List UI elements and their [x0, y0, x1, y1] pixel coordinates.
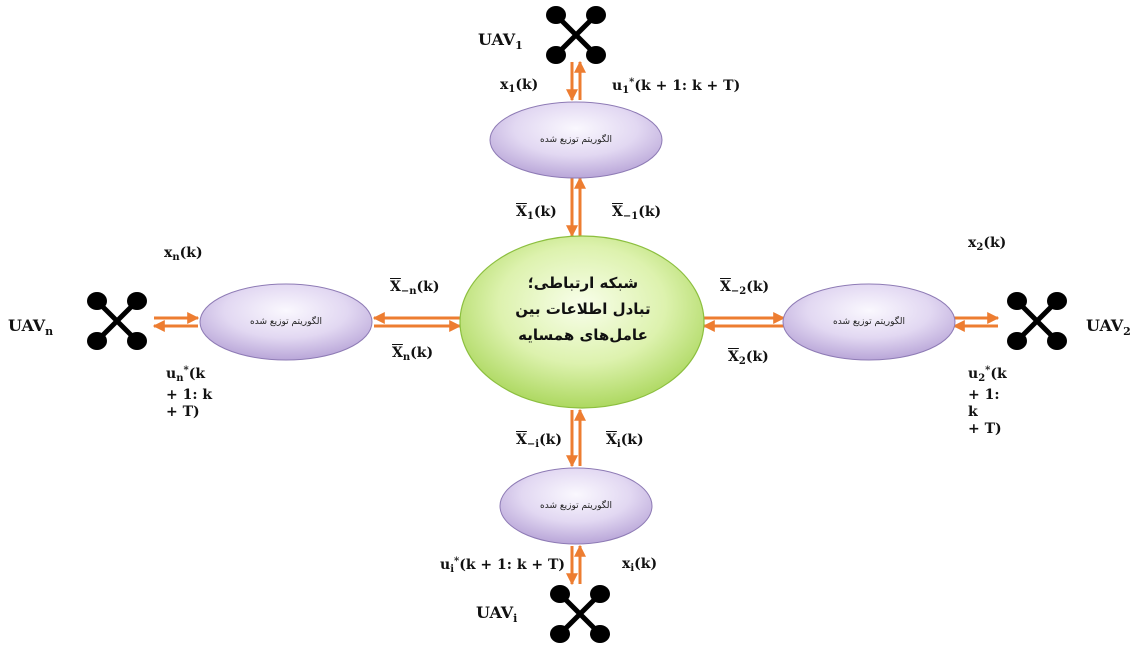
info-label-Xi: Xi(k)	[606, 432, 644, 450]
center-line-2: تبادل اطلاعات بین	[515, 300, 651, 318]
uavi-label: UAVi	[476, 603, 518, 625]
state-label-x1: x1(k)	[500, 77, 539, 95]
info-label-Xmi: X−i(k)	[516, 432, 563, 450]
state-label-xi: xi(k)	[622, 556, 658, 574]
drone-icon-uavn	[87, 292, 147, 350]
control-label-u1: u1*(k + 1: k + T)	[612, 77, 741, 96]
drone-icon-uav1	[546, 6, 606, 64]
algorithm-label-right: الگوریتم توزیع شده	[833, 317, 905, 327]
state-label-xn: xn(k)	[164, 245, 203, 263]
arrows	[152, 60, 1000, 586]
algorithm-node-left	[199, 283, 373, 361]
control-label-ui: ui*(k + 1: k + T)	[440, 556, 566, 575]
algorithm-label-top: الگوریتم توزیع شده	[540, 135, 612, 145]
info-label-Xn: Xn(k)	[392, 345, 434, 363]
network-center-node	[459, 235, 705, 409]
info-label-Xmn: X−n(k)	[390, 279, 440, 297]
network-center-text: شبکه ارتباطی؛ تبادل اطلاعات بین عامل‌های…	[460, 270, 706, 348]
algorithm-label-left: الگوریتم توزیع شده	[250, 317, 322, 327]
algorithm-node-top	[489, 101, 663, 179]
state-label-x2: x2(k)	[968, 235, 1007, 253]
center-line-3: عامل‌های همسایه	[518, 326, 648, 344]
info-label-X2: X2(k)	[728, 349, 769, 367]
center-line-1: شبکه ارتباطی؛	[527, 274, 639, 292]
algorithm-node-bottom	[499, 467, 653, 545]
algorithm-node-right	[782, 283, 956, 361]
control-label-un: un*(k + 1: k + T)	[166, 365, 213, 420]
uav2-label: UAV2	[1086, 316, 1131, 338]
info-label-X1: X1(k)	[516, 204, 557, 222]
drone-icon-uav2	[1007, 292, 1067, 350]
uavn-label: UAVn	[8, 316, 54, 338]
uav1-label: UAV1	[478, 30, 523, 52]
drone-icon-uavi	[550, 585, 610, 643]
control-label-u2: u2*(k + 1: k + T)	[968, 365, 1007, 437]
info-label-Xm1: X−1(k)	[612, 204, 662, 222]
algorithm-label-bottom: الگوریتم توزیع شده	[540, 501, 612, 511]
info-label-Xm2: X−2(k)	[720, 279, 770, 297]
